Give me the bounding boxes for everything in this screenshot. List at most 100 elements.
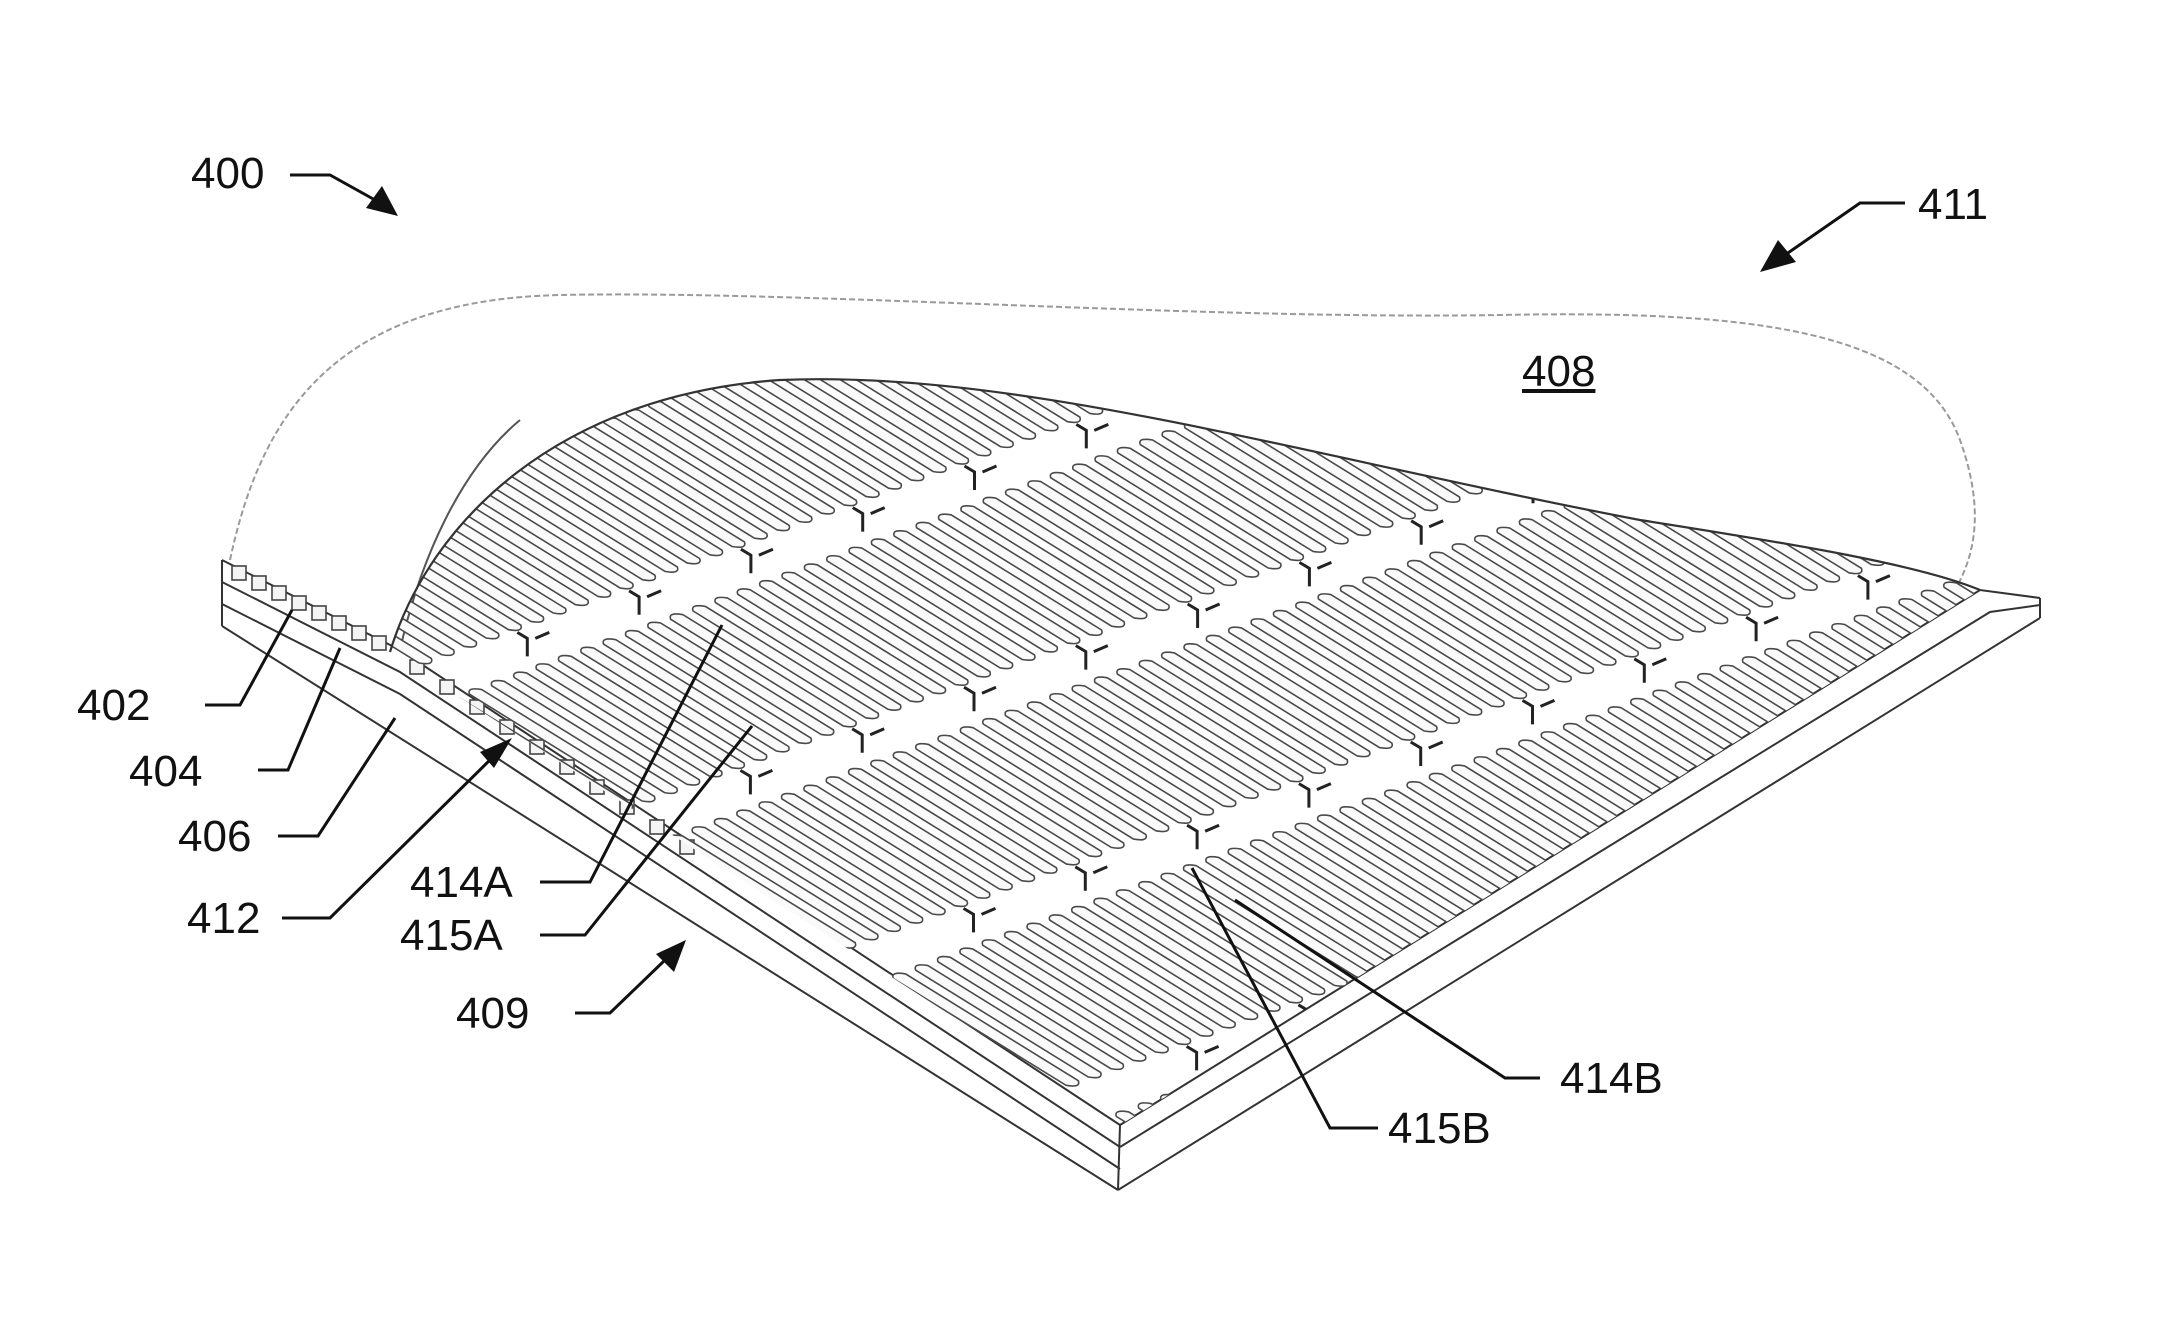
channel-junction: [1634, 659, 1666, 683]
channel-junction: [1076, 646, 1108, 670]
channel-loop: [1118, 226, 1304, 339]
channel-loop: [1675, 903, 1861, 1016]
channel-loop: [1608, 928, 1794, 1041]
leader-400: [290, 175, 375, 200]
channel-loop: [1096, 235, 1282, 348]
channel-loop: [1764, 870, 1950, 983]
channel-junction: [852, 729, 884, 753]
channel-junction: [1411, 742, 1443, 766]
channel-loop: [984, 276, 1170, 389]
leader-409: [575, 960, 665, 1013]
serpentine-channels: [179, 135, 2173, 1241]
channel-loop: [1810, 632, 1996, 745]
label-415A: 415A: [400, 914, 503, 958]
channel-junction: [517, 632, 549, 656]
channel-junction: [1858, 576, 1890, 600]
channel-loop: [1094, 1119, 1280, 1232]
channel-loop: [1743, 436, 1929, 549]
edge-cells-left: [232, 566, 694, 854]
channel-loop: [1341, 364, 1527, 477]
channel-junction: [1746, 838, 1778, 862]
channel-loop: [1832, 624, 2018, 737]
channel-junction: [1299, 562, 1331, 586]
label-414A: 414A: [410, 861, 513, 905]
channel-loop: [1116, 1111, 1302, 1224]
channel-junction: [1188, 383, 1220, 407]
leader-411: [1785, 203, 1905, 255]
channel-junction: [1412, 300, 1444, 324]
channel-junction: [1299, 784, 1331, 808]
channel-loop: [1765, 427, 1951, 540]
label-415B: 415B: [1388, 1107, 1491, 1151]
channel-loop: [1563, 945, 1749, 1058]
channel-loop: [1742, 878, 1928, 991]
channel-loop: [1653, 911, 1839, 1024]
channel-junction: [1300, 341, 1332, 365]
channel-junction: [1857, 797, 1889, 821]
channel-loop: [1787, 862, 1973, 975]
channel-junction: [2081, 714, 2113, 738]
label-400: 400: [191, 152, 264, 196]
channel-junction: [1522, 1143, 1554, 1167]
channel-loop: [1720, 887, 1906, 1000]
channel-loop: [1943, 803, 2129, 916]
channel-junction: [1188, 604, 1220, 628]
channel-loop: [1721, 444, 1907, 557]
channel-loop: [1697, 895, 1883, 1008]
label-414B: 414B: [1560, 1057, 1663, 1101]
channel-loop: [1230, 185, 1416, 298]
channel-junction: [629, 591, 661, 615]
channel-loop: [2033, 770, 2173, 883]
channel-loop: [1854, 615, 2040, 728]
channel-junction: [1522, 922, 1554, 946]
channel-loop: [1587, 273, 1773, 386]
channel-junction: [1075, 867, 1107, 891]
channel-loop: [1876, 828, 2062, 941]
channel-junction: [1969, 976, 2001, 1000]
label-411: 411: [1918, 183, 1988, 227]
channel-junction: [964, 687, 996, 711]
channel-junction: [1523, 700, 1555, 724]
channel-loop: [1029, 260, 1215, 373]
channel-loop: [2011, 557, 2173, 670]
channel-junction: [1633, 1101, 1665, 1125]
label-408: 408: [1522, 350, 1595, 394]
channel-loop: [2122, 737, 2173, 850]
channel-loop: [1161, 1095, 1347, 1208]
channel-junction: [1298, 1005, 1330, 1029]
arrowhead-400: [366, 186, 398, 216]
channel-loop: [1899, 820, 2085, 933]
label-404: 404: [129, 750, 202, 794]
leader-402: [205, 610, 292, 705]
channel-loop: [1073, 243, 1259, 356]
channel-loop: [1988, 565, 2173, 678]
channel-loop: [1787, 640, 1973, 753]
channel-junction: [965, 466, 997, 490]
channel-loop: [1988, 787, 2173, 900]
arrowhead-409: [656, 940, 686, 972]
label-402: 402: [77, 684, 150, 728]
channel-junction: [1746, 617, 1778, 641]
channel-loop: [1319, 373, 1505, 486]
channel-loop: [2145, 728, 2173, 841]
channel-loop: [1630, 920, 1816, 1033]
channel-loop: [1140, 218, 1326, 331]
channel-loop: [1944, 582, 2130, 695]
channel-loop: [1252, 176, 1438, 289]
channel-junction: [2081, 935, 2113, 959]
channel-junction: [1187, 825, 1219, 849]
channel-loop: [1228, 1070, 1414, 1183]
channel-loop: [2055, 762, 2173, 875]
channel-loop: [1921, 812, 2107, 925]
channel-loop: [1586, 936, 1772, 1049]
channel-loop: [1274, 168, 1460, 281]
channel-loop: [961, 285, 1147, 398]
channel-loop: [201, 567, 387, 680]
label-409: 409: [456, 992, 529, 1036]
channel-loop: [1364, 135, 1550, 248]
channel-loop: [1854, 837, 2040, 950]
channel-junction: [853, 508, 885, 532]
channel-loop: [1831, 845, 2017, 958]
